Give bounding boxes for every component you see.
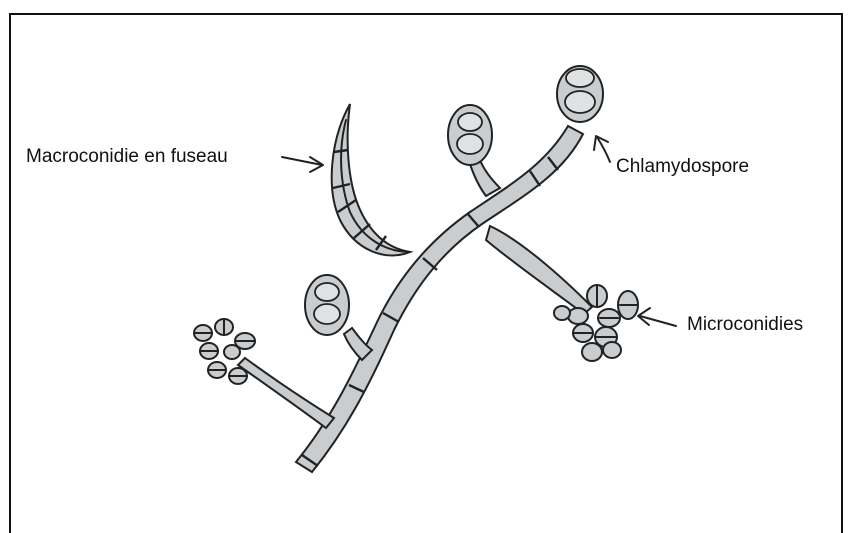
chlamydospore-upper bbox=[448, 105, 500, 196]
conidiophore-right bbox=[486, 226, 592, 314]
arrow-chlamydospore bbox=[594, 136, 610, 162]
chlamydospore-lower bbox=[305, 275, 372, 360]
microconidia-cluster-left bbox=[194, 319, 255, 384]
label-macroconidie: Macroconidie en fuseau bbox=[26, 146, 228, 168]
arrow-microconidies bbox=[638, 308, 676, 326]
label-chlamydospore: Chlamydospore bbox=[616, 156, 749, 178]
chlamydospore-terminal bbox=[557, 66, 603, 122]
conidiophore-left bbox=[238, 358, 334, 428]
fungus-diagram: .ink { stroke: #222; stroke-width: 2; fi… bbox=[0, 0, 851, 516]
macroconidium bbox=[332, 104, 410, 255]
label-microconidies: Microconidies bbox=[687, 314, 803, 336]
arrow-macroconidie bbox=[282, 157, 323, 172]
